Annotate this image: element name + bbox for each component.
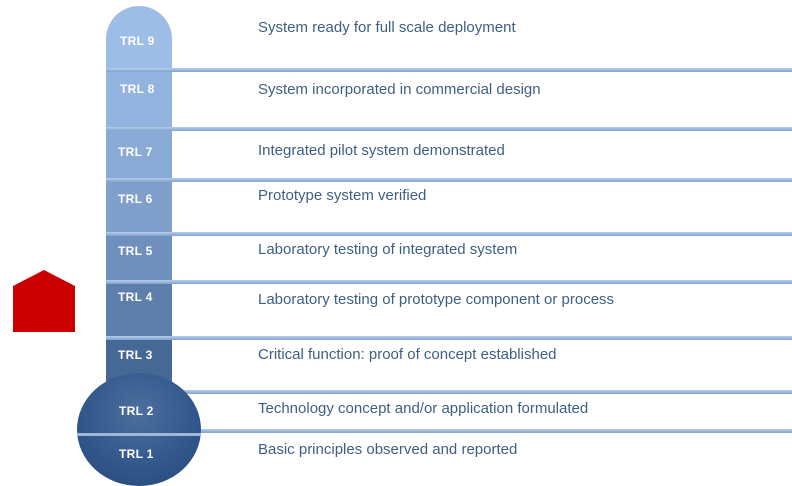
trl-9-label: TRL 9 (120, 34, 155, 48)
divider-line (106, 68, 792, 72)
trl-8-description: System incorporated in commercial design (258, 81, 541, 98)
divider-line (106, 390, 792, 394)
trl-3-description: Critical function: proof of concept esta… (258, 346, 557, 363)
trl-2-label: TRL 2 (119, 404, 154, 418)
trl-7-label: TRL 7 (118, 145, 153, 159)
bulb-divider-line (77, 433, 201, 436)
trl-2-description: Technology concept and/or application fo… (258, 400, 589, 417)
trl-1-description: Basic principles observed and reported (258, 441, 518, 458)
trl-4-label: TRL 4 (118, 290, 153, 304)
trl-7-segment: TRL 7 (106, 131, 172, 178)
divider-line (106, 429, 792, 433)
trl-3-label: TRL 3 (118, 348, 153, 362)
trl-9-description: System ready for full scale deployment (258, 19, 516, 36)
trl-9-segment: TRL 9 (106, 6, 172, 68)
trl-1-label: TRL 1 (119, 447, 154, 461)
trl-5-segment: TRL 5 (106, 236, 172, 280)
divider-line (106, 280, 792, 284)
trl-6-segment: TRL 6 (106, 182, 172, 232)
house-marker-icon (13, 270, 75, 332)
trl-7-description: Integrated pilot system demonstrated (258, 142, 505, 159)
trl-4-description: Laboratory testing of prototype componen… (258, 291, 615, 308)
trl-5-description: Laboratory testing of integrated system (258, 241, 518, 258)
trl-6-label: TRL 6 (118, 192, 153, 206)
divider-line (106, 232, 792, 236)
trl-4-segment: TRL 4 (106, 284, 172, 336)
trl-8-segment: TRL 8 (106, 72, 172, 127)
trl-8-label: TRL 8 (120, 82, 155, 96)
thermometer-bulb (77, 373, 201, 486)
divider-line (106, 336, 792, 340)
trl-6-description: Prototype system verified (258, 187, 427, 204)
divider-line (106, 127, 792, 131)
divider-line (106, 178, 792, 182)
trl-5-label: TRL 5 (118, 244, 153, 258)
